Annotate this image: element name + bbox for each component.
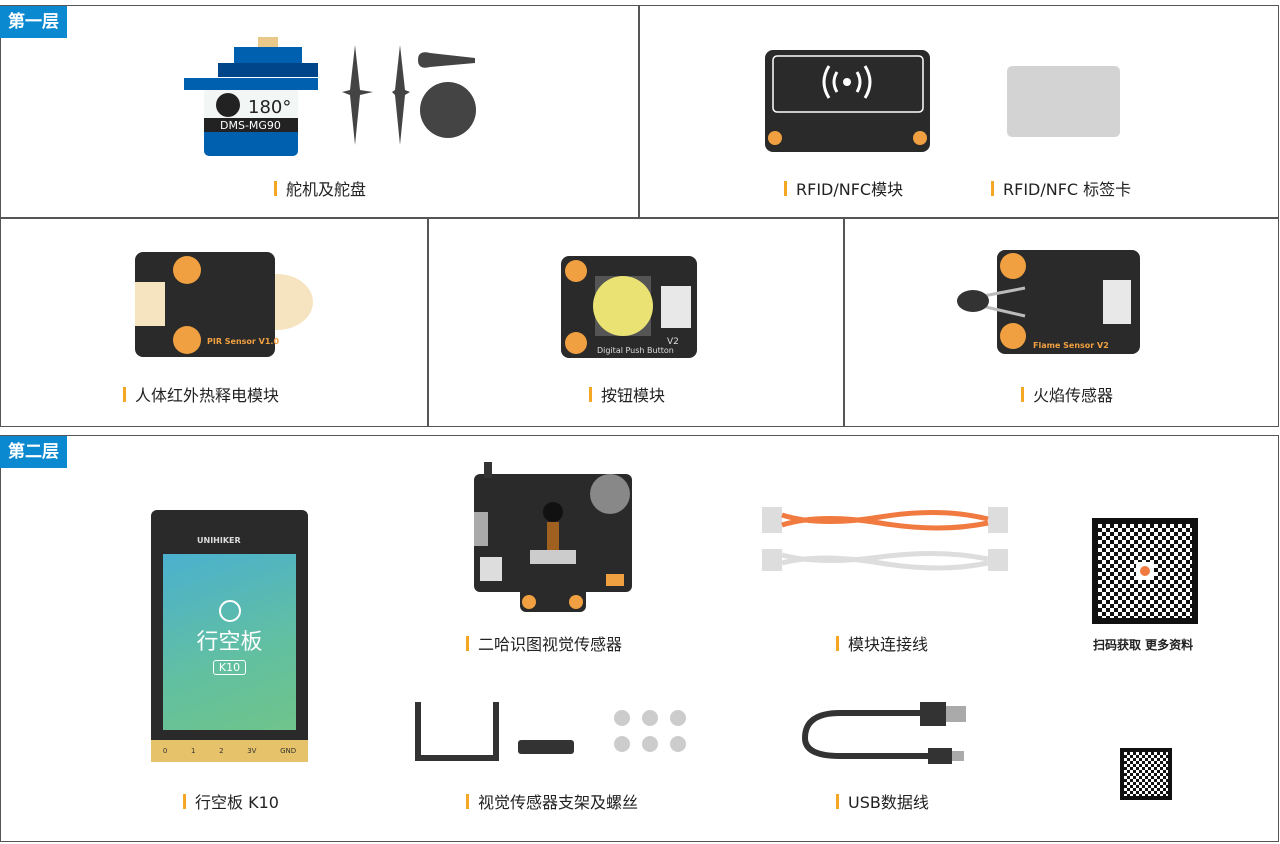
button-version: V2 [667, 337, 679, 347]
layer2-tag: 第二层 [0, 436, 67, 468]
servo-image: 180° DMS-MG90 [184, 37, 476, 156]
k10-pin: 0 [162, 747, 168, 755]
rfid-card-label: RFID/NFC 标签卡 [991, 176, 1131, 200]
k10-label: 行空板 K10 [183, 789, 279, 813]
qr-logo-icon [1136, 562, 1154, 580]
vision-sensor-label: 二哈识图视觉传感器 [466, 631, 622, 655]
rfid-tag-card-image [1007, 66, 1120, 137]
bracket-screws-image [415, 702, 686, 761]
vision-sensor-image [474, 462, 632, 612]
layer1-row2-cell-flame [843, 217, 1279, 427]
pir-board-text: PIR Sensor V1.0 [207, 337, 279, 346]
pir-label: 人体红外热释电模块 [123, 382, 279, 406]
rfid-module-label: RFID/NFC模块 [784, 176, 903, 200]
k10-screen-title: 行空板 [196, 630, 263, 655]
qr-caption: 扫码获取 更多资料 [1093, 638, 1194, 652]
usb-cable-image [801, 702, 966, 764]
usb-cable-label: USB数据线 [836, 789, 929, 813]
qr-code-small[interactable] [1120, 748, 1172, 800]
k10-logo-icon [218, 600, 241, 622]
layer2-section [0, 435, 1279, 842]
k10-pin: 2 [219, 747, 224, 755]
k10-screen-model: K10 [212, 660, 247, 675]
layer1-tag: 第一层 [0, 6, 67, 38]
flame-sensor-image: Flame Sensor V2 [957, 250, 1140, 354]
k10-brand: UNIHIKER [197, 536, 241, 545]
bracket-label: 视觉传感器支架及螺丝 [466, 789, 638, 813]
k10-pin: GND [280, 747, 297, 755]
cables-label: 模块连接线 [836, 631, 928, 655]
k10-pin: 3V [247, 747, 257, 755]
layer1-row1-cell-servo [0, 5, 640, 219]
button-board-text: Digital Push Button [597, 346, 674, 355]
k10-pins: 0 1 2 3V GND [151, 740, 308, 762]
flame-label: 火焰传感器 [1021, 382, 1113, 406]
pir-module-image: PIR Sensor V1.0 [135, 252, 313, 357]
layer1-row1-cell-rfid [638, 5, 1279, 219]
rfid-module-image [765, 50, 930, 152]
servo-label: 舵机及舵盘 [274, 176, 366, 200]
layer1-row2-cell-button [427, 217, 845, 427]
connection-cables-image [762, 507, 1008, 571]
servo-model: DMS-MG90 [220, 119, 281, 132]
push-button-image: Digital Push Button V2 [561, 256, 697, 358]
k10-pin: 1 [190, 747, 196, 755]
servo-angle: 180° [248, 97, 291, 118]
layer1-row2-cell-pir [0, 217, 429, 427]
k10-board-image: UNIHIKER 行空板 K10 0 1 2 3V GND [151, 510, 308, 762]
k10-screen: 行空板 K10 [163, 554, 296, 730]
button-label: 按钮模块 [589, 382, 665, 406]
flame-board-text: Flame Sensor V2 [1033, 341, 1109, 350]
